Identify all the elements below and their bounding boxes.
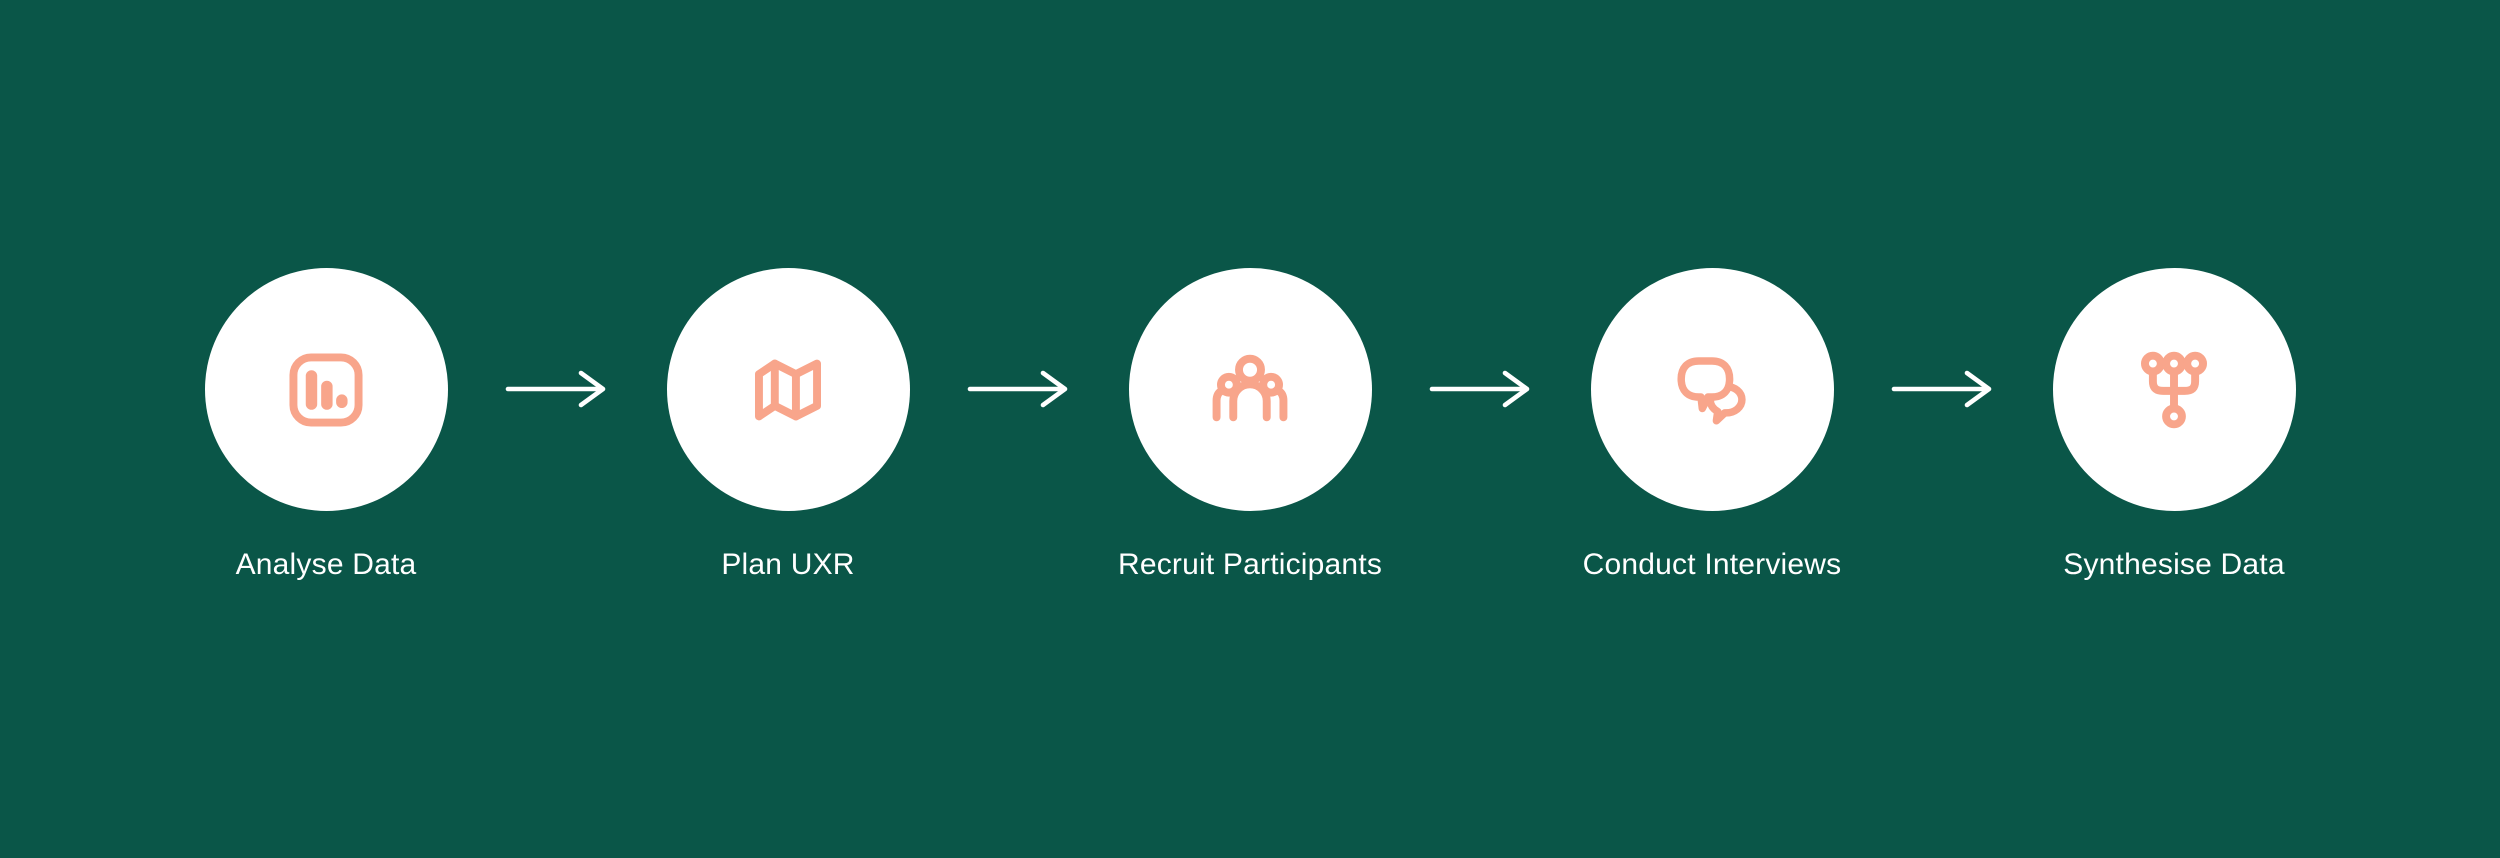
step-label: Analyse Data xyxy=(235,548,417,581)
step-circle xyxy=(2052,268,2296,511)
arrow-right-icon xyxy=(505,370,610,408)
map-icon xyxy=(755,359,821,420)
step-circle xyxy=(204,268,448,511)
step-circle xyxy=(1128,268,1372,511)
step-plan-uxr: Plan UXR xyxy=(666,268,910,583)
step-label: Plan UXR xyxy=(721,548,855,581)
step-circle xyxy=(1590,268,1834,511)
step-synthesise-data: Synthesise Data xyxy=(2052,268,2296,583)
step-label: Synthesise Data xyxy=(2063,548,2285,581)
bar-chart-icon xyxy=(289,352,363,427)
step-recruit-participants: Recruit Participants xyxy=(1118,268,1382,583)
speech-bubbles-icon xyxy=(1677,356,1746,425)
step-label: Recruit Participants xyxy=(1117,548,1383,581)
step-label: Conduct Interviews xyxy=(1582,548,1842,581)
process-flow-diagram: Analyse Data Plan UXR xyxy=(204,268,2296,583)
step-circle xyxy=(666,268,910,511)
merge-icon xyxy=(2141,351,2207,428)
arrow-right-icon xyxy=(1429,370,1534,408)
step-conduct-interviews: Conduct Interviews xyxy=(1583,268,1841,583)
step-analyse-data: Analyse Data xyxy=(204,268,448,583)
arrow-right-icon xyxy=(967,370,1072,408)
people-group-icon xyxy=(1212,354,1288,421)
arrow-right-icon xyxy=(1891,370,1996,408)
